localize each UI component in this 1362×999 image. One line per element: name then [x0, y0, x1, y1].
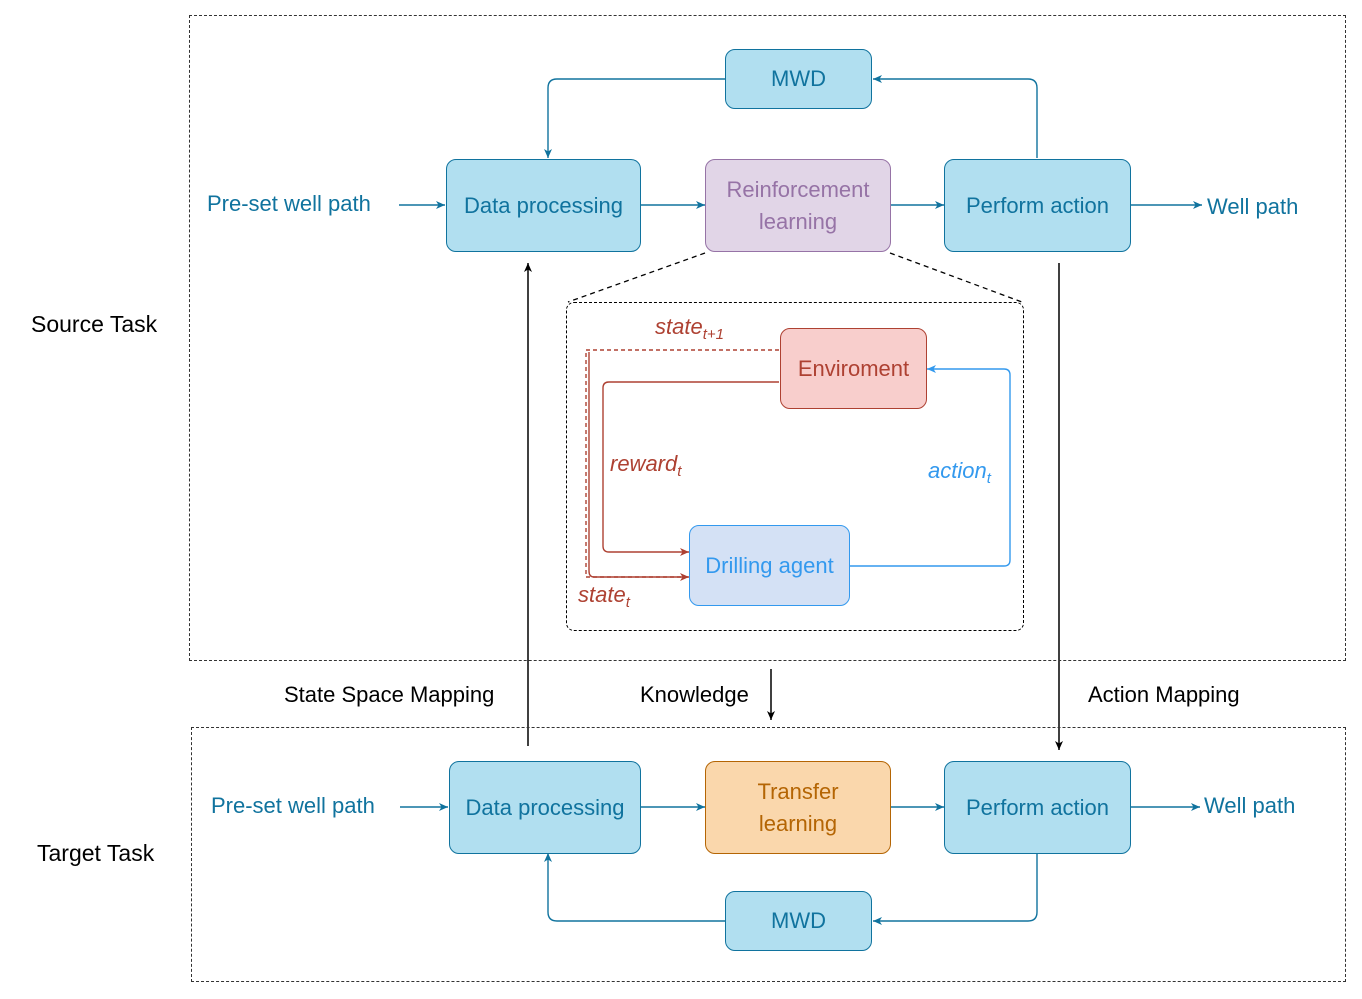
drilling-agent-node: Drilling agent	[689, 525, 850, 606]
target-preset-well-path-label: Pre-set well path	[211, 793, 375, 818]
state-current-text: state	[578, 582, 626, 607]
state-current-label: statet	[578, 582, 630, 616]
reward-text: reward	[610, 451, 678, 476]
knowledge-label: Knowledge	[640, 682, 749, 707]
arrow-state-current	[588, 352, 689, 578]
arrow-reward	[602, 381, 779, 556]
zoom-line-right	[889, 252, 1023, 303]
target-perform-action-node: Perform action	[944, 761, 1131, 854]
rl-detail-region	[566, 302, 1024, 631]
target-well-path-label: Well path	[1204, 793, 1296, 818]
zoom-line-left	[567, 252, 706, 303]
target-data-processing-node: Data processing	[449, 761, 641, 854]
target-task-label: Target Task	[37, 840, 155, 866]
reinforcement-learning-node: Reinforcement learning	[705, 159, 891, 252]
state-next-subscript: t+1	[702, 326, 724, 343]
action-subscript: t	[986, 470, 991, 487]
arrow-mwd-to-data-processing	[544, 78, 725, 158]
source-mwd-node: MWD	[725, 49, 872, 109]
source-data-processing-node: Data processing	[446, 159, 641, 252]
action-label: actiont	[928, 458, 991, 492]
transfer-learning-node: Transfer learning	[705, 761, 891, 854]
arrow-target-mwd-to-data-processing	[544, 853, 725, 922]
reward-label: rewardt	[610, 451, 681, 485]
action-text: action	[928, 458, 987, 483]
state-next-label: statet+1	[655, 314, 724, 348]
state-current-subscript: t	[625, 594, 630, 611]
state-space-mapping-label: State Space Mapping	[284, 682, 495, 707]
action-mapping-label: Action Mapping	[1088, 682, 1240, 707]
target-mwd-node: MWD	[725, 891, 872, 951]
source-task-region	[189, 15, 1346, 661]
source-task-label: Source Task	[31, 311, 158, 337]
source-well-path-label: Well path	[1207, 194, 1299, 219]
source-perform-action-node: Perform action	[944, 159, 1131, 252]
arrow-action	[850, 365, 1011, 567]
environment-node: Enviroment	[780, 328, 927, 409]
target-task-region	[191, 727, 1346, 982]
reward-subscript: t	[677, 463, 682, 480]
arrow-target-perform-to-mwd	[873, 853, 1038, 925]
source-preset-well-path-label: Pre-set well path	[207, 191, 371, 216]
state-next-text: state	[655, 314, 703, 339]
arrow-perform-action-to-mwd	[873, 75, 1038, 158]
